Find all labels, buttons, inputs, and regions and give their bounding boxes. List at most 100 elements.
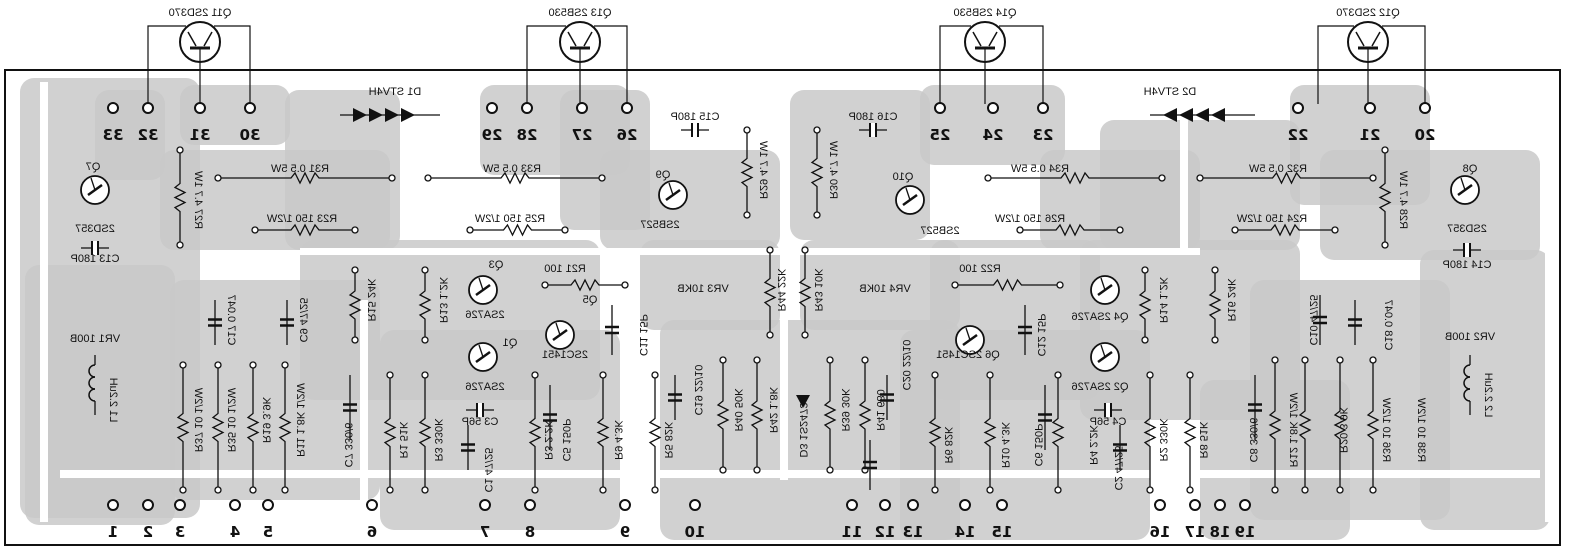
capacitor-gap (1463, 243, 1471, 257)
component-label: C14 180P (1443, 259, 1492, 271)
pad (1189, 499, 1201, 511)
resistor-symbol-icon (1183, 375, 1197, 490)
resistor-symbol-icon (716, 360, 730, 470)
component-hole (743, 126, 751, 134)
component-hole (986, 486, 994, 494)
pad (689, 499, 701, 511)
component-hole (598, 174, 606, 182)
component-hole (1336, 486, 1344, 494)
component-hole (1381, 146, 1389, 154)
component-label: R13 1.2K (437, 276, 449, 323)
component-label: R6 82K (942, 426, 954, 463)
resistor-symbol-icon (750, 360, 764, 470)
component-hole (249, 361, 257, 369)
component-hole (351, 226, 359, 234)
component-label: Q9 (656, 169, 671, 181)
pad-number: 10 (685, 523, 706, 541)
copper-area (640, 240, 780, 330)
copper-area (1320, 150, 1540, 260)
diode-symbol-icon (401, 108, 415, 122)
resistor-symbol-icon (545, 278, 625, 292)
pad-number: 16 (1150, 523, 1171, 541)
component-label: R44 22K (775, 268, 787, 311)
pad (107, 102, 119, 114)
copper-area (920, 85, 1065, 165)
component-label: R22 100 (959, 263, 1001, 275)
component-label: C12 15P (1035, 314, 1047, 357)
component-hole (281, 486, 289, 494)
pad (1292, 102, 1304, 114)
copper-area (1100, 120, 1300, 250)
pad-number: 2 (143, 523, 153, 541)
component-hole (388, 174, 396, 182)
component-hole (951, 281, 959, 289)
component-label: R5 82K (662, 421, 674, 458)
pad-number: 20 (1415, 126, 1436, 144)
component-hole (719, 356, 727, 364)
component-hole (813, 126, 821, 134)
pad-number: 13 (903, 523, 924, 541)
component-label: R25 150 1/2W (474, 213, 545, 225)
resistor-symbol-icon (211, 365, 225, 490)
component-hole (1054, 486, 1062, 494)
component-hole (753, 356, 761, 364)
component-hole (1141, 336, 1149, 344)
pad-number: 7 (480, 523, 490, 541)
component-label: R43 10K (812, 268, 824, 311)
copper-area (660, 320, 960, 540)
resistor-symbol-icon (470, 223, 565, 237)
component-label: C10 47/25 (1307, 295, 1319, 346)
pad-number: 32 (138, 126, 159, 144)
component-hole (743, 211, 751, 219)
transistor-lead (1460, 177, 1466, 191)
component-label: Q10 (893, 171, 914, 183)
pad (142, 499, 154, 511)
component-label: Q3 (489, 259, 504, 271)
component-hole (986, 371, 994, 379)
transistor-lead (147, 25, 186, 104)
transistor-lead (567, 31, 577, 47)
pad (107, 499, 119, 511)
component-label: R34 0.5 5W (1010, 163, 1069, 175)
resistor-symbol-icon (255, 223, 355, 237)
component-hole (1231, 226, 1239, 234)
component-hole (1271, 356, 1279, 364)
component-label: Q2 2SA726 (1072, 381, 1129, 393)
transistor-lead (1317, 25, 1354, 104)
transistor-lead (1382, 25, 1426, 104)
resistor-symbol-icon (798, 250, 812, 335)
component-label: R10 4.3K (999, 421, 1011, 468)
component-hole (766, 331, 774, 339)
resistor-symbol-icon (418, 270, 432, 340)
component-label: R19 3.9K (260, 396, 272, 443)
transistor-lead (1100, 277, 1106, 291)
pad-number: 30 (240, 126, 261, 144)
component-label: L2 2.2uH (1482, 373, 1494, 418)
component-symbols (80, 21, 1481, 494)
diode-symbol-icon (369, 108, 383, 122)
resistor-symbol-icon (218, 171, 392, 185)
pad-number: 3 (175, 523, 185, 541)
component-hole (1271, 486, 1279, 494)
component-label: R14 1.2K (1157, 276, 1169, 323)
copper-area (1420, 250, 1550, 530)
component-label: D2 STV4H (1144, 86, 1197, 98)
copper-area (380, 330, 620, 530)
resistor-symbol-icon (1020, 223, 1120, 237)
pad (262, 499, 274, 511)
component-hole (826, 356, 834, 364)
component-hole (386, 486, 394, 494)
component-label: C8 330/6 (1247, 418, 1259, 463)
transistor-lead (583, 31, 593, 47)
component-hole (826, 466, 834, 474)
transistor-lead (187, 31, 197, 47)
component-label: C15 180P (671, 111, 720, 123)
pad (1419, 102, 1431, 114)
pad-number: 31 (190, 126, 211, 144)
resistor-symbol-icon (763, 250, 777, 335)
pad-number: 18 (1210, 523, 1231, 541)
component-hole (214, 174, 222, 182)
component-hole (766, 246, 774, 254)
pad-number: 19 (1235, 523, 1256, 541)
